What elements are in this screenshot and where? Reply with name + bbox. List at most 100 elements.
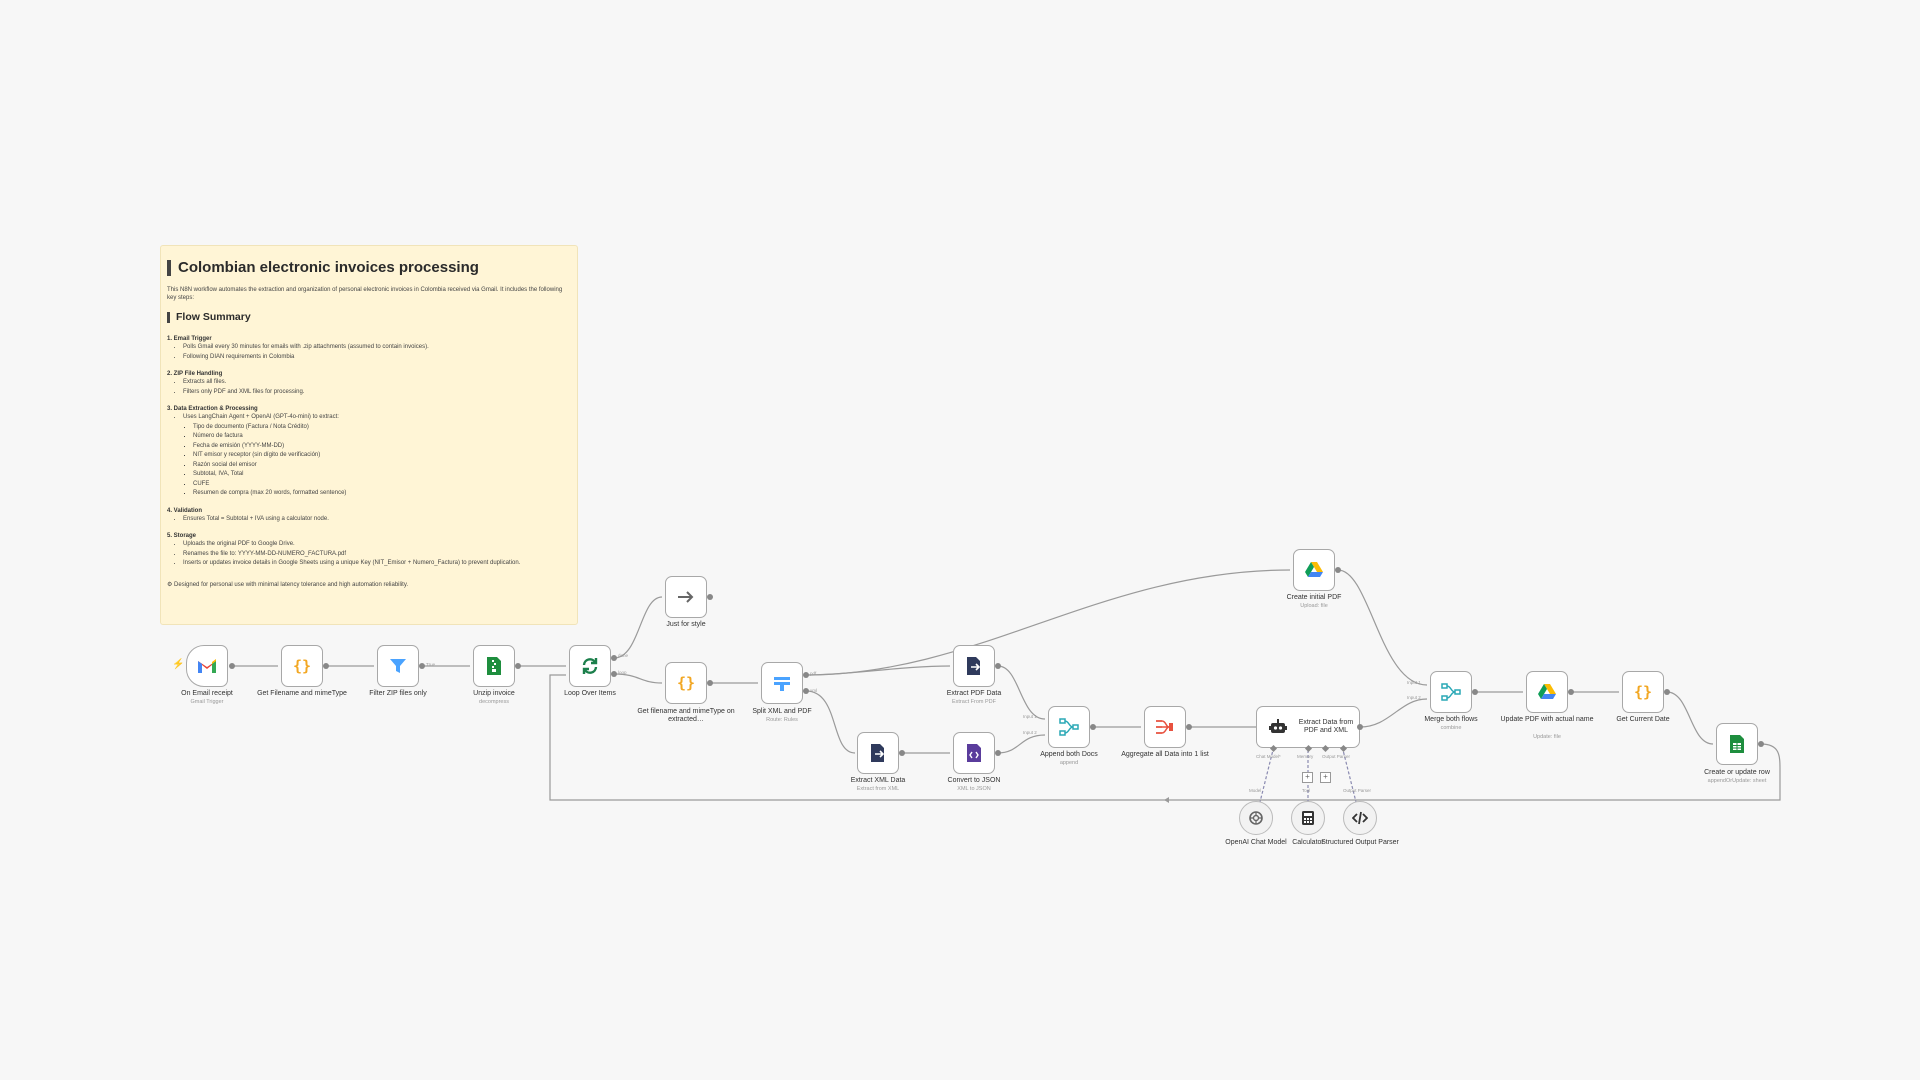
output-port[interactable] xyxy=(323,663,329,669)
output-port[interactable] xyxy=(515,663,521,669)
output-port[interactable] xyxy=(1186,724,1192,730)
node-sublabel: decompress xyxy=(479,699,509,705)
step-title: 1. Email Trigger xyxy=(167,336,212,342)
sticky-step-4: 4. Validation Ensures Total = Subtotal +… xyxy=(167,507,571,525)
loopback-arrow xyxy=(1164,797,1169,803)
loop-arrows-icon xyxy=(579,655,601,677)
output-port[interactable] xyxy=(995,750,1001,756)
robot-icon xyxy=(1267,716,1289,738)
output-port[interactable] xyxy=(1568,689,1574,695)
edge-label-memory: Memory xyxy=(1297,754,1314,759)
edge-split-extractpdf xyxy=(805,665,951,676)
trigger-bolt-icon: ⚡ xyxy=(172,659,185,670)
output-port[interactable] xyxy=(1758,741,1764,747)
node-label: Split XML and PDF xyxy=(752,708,812,715)
google-drive-icon xyxy=(1303,559,1325,581)
node-label: Aggregate all Data into 1 list xyxy=(1121,751,1209,758)
edge-label-input1: Input 1 xyxy=(1407,680,1421,685)
node-label: Merge both flows xyxy=(1424,716,1478,723)
step-item: Uses LangChain Agent + OpenAI (GPT-4o-mi… xyxy=(183,413,571,499)
step-item: Polls Gmail every 30 minutes for emails … xyxy=(183,343,571,353)
sticky-intro: This N8N workflow automates the extracti… xyxy=(167,287,563,301)
node-sublabel: Gmail Trigger xyxy=(190,699,224,705)
code-file-icon xyxy=(963,742,985,764)
node-get-filename-extracted[interactable]: {} xyxy=(665,662,707,704)
sticky-step-2: 2. ZIP File Handling Extracts all files.… xyxy=(167,370,571,397)
node-convert-to-json[interactable] xyxy=(953,732,995,774)
output-port[interactable] xyxy=(707,680,713,686)
edge-label-loop: loop xyxy=(618,670,627,675)
output-port[interactable] xyxy=(1472,689,1478,695)
node-structured-output-parser[interactable] xyxy=(1343,801,1377,835)
node-get-filename[interactable]: {} xyxy=(281,645,323,687)
code-braces-icon: {} xyxy=(1633,683,1653,701)
node-append-both-docs[interactable] xyxy=(1048,706,1090,748)
output-port-loop[interactable] xyxy=(611,671,617,677)
node-sublabel: Extract From PDF xyxy=(951,699,996,705)
node-just-for-style[interactable] xyxy=(665,576,707,618)
output-port-done[interactable] xyxy=(611,655,617,661)
document-export-icon xyxy=(867,742,889,764)
output-port[interactable] xyxy=(899,750,905,756)
output-port[interactable] xyxy=(707,594,713,600)
output-port[interactable] xyxy=(1090,724,1096,730)
document-export-icon xyxy=(963,655,985,677)
node-update-pdf-name[interactable] xyxy=(1526,671,1568,713)
node-merge-both-flows[interactable] xyxy=(1430,671,1472,713)
output-port-pdf[interactable] xyxy=(803,672,809,678)
google-drive-icon xyxy=(1536,681,1558,703)
node-openai-chat-model[interactable] xyxy=(1239,801,1273,835)
switch-route-icon xyxy=(771,672,793,694)
node-label: Append both Docs xyxy=(1040,751,1098,758)
node-split-xml-pdf[interactable] xyxy=(761,662,803,704)
node-loop-over-items[interactable] xyxy=(569,645,611,687)
output-port[interactable] xyxy=(1664,689,1670,695)
arrow-right-icon xyxy=(675,586,697,608)
filter-icon xyxy=(387,655,409,677)
node-label: Extract XML Data xyxy=(850,777,906,784)
sticky-note[interactable]: Colombian electronic invoices processing… xyxy=(160,245,578,625)
node-create-update-row[interactable] xyxy=(1716,723,1758,765)
step-item: Inserts or updates invoice details in Go… xyxy=(183,559,571,569)
add-tool-button[interactable]: + xyxy=(1320,772,1331,783)
node-label: Loop Over Items xyxy=(564,690,616,697)
node-calculator[interactable] xyxy=(1291,801,1325,835)
node-sublabel: append xyxy=(1059,760,1079,766)
node-label: Just for style xyxy=(666,621,706,628)
sticky-step-3: 3. Data Extraction & Processing Uses Lan… xyxy=(167,405,571,499)
code-tag-icon xyxy=(1349,807,1371,829)
node-label: Calculator xyxy=(1292,839,1324,846)
node-create-initial-pdf[interactable] xyxy=(1293,549,1335,591)
node-aggregate[interactable] xyxy=(1144,706,1186,748)
edge-split-createpdf xyxy=(805,569,1291,676)
node-sublabel: Route: Rules xyxy=(766,717,798,723)
node-filter-zip[interactable] xyxy=(377,645,419,687)
edge-label-output-parser: Output Parser xyxy=(1322,754,1351,759)
node-label: Unzip invoice xyxy=(473,690,515,697)
edge-label-xml: xml xyxy=(810,688,817,693)
step-subitem: Tipo de documento (Factura / Nota Crédit… xyxy=(193,423,571,433)
output-port[interactable] xyxy=(995,663,1001,669)
node-sublabel: Upload: file xyxy=(1300,603,1328,609)
node-on-email-receipt[interactable] xyxy=(186,645,228,687)
node-sublabel: Extract from XML xyxy=(856,786,900,792)
add-memory-button[interactable]: + xyxy=(1302,772,1313,783)
step-item: Following DIAN requirements in Colombia xyxy=(183,353,571,363)
step-item-text: Uses LangChain Agent + OpenAI (GPT-4o-mi… xyxy=(183,414,339,420)
output-port[interactable] xyxy=(1357,724,1363,730)
sticky-title: Colombian electronic invoices processing xyxy=(167,260,571,276)
output-port[interactable] xyxy=(419,663,425,669)
step-subitem: NIT emisor y receptor (sin dígito de ver… xyxy=(193,451,571,461)
step-item: Renames the file to: YYYY-MM-DD-NUMERO_F… xyxy=(183,550,571,560)
node-extract-xml-data[interactable] xyxy=(857,732,899,774)
output-port[interactable] xyxy=(229,663,235,669)
node-ai-agent-extract[interactable]: Extract Data from PDF and XML xyxy=(1256,706,1360,748)
output-port-xml[interactable] xyxy=(803,688,809,694)
node-get-current-date[interactable]: {} xyxy=(1622,671,1664,713)
node-unzip-invoice[interactable] xyxy=(473,645,515,687)
node-extract-pdf-data[interactable] xyxy=(953,645,995,687)
output-port[interactable] xyxy=(1335,567,1341,573)
node-sublabel: appendOrUpdate: sheet xyxy=(1707,778,1767,784)
node-label: Get Current Date xyxy=(1616,716,1670,723)
